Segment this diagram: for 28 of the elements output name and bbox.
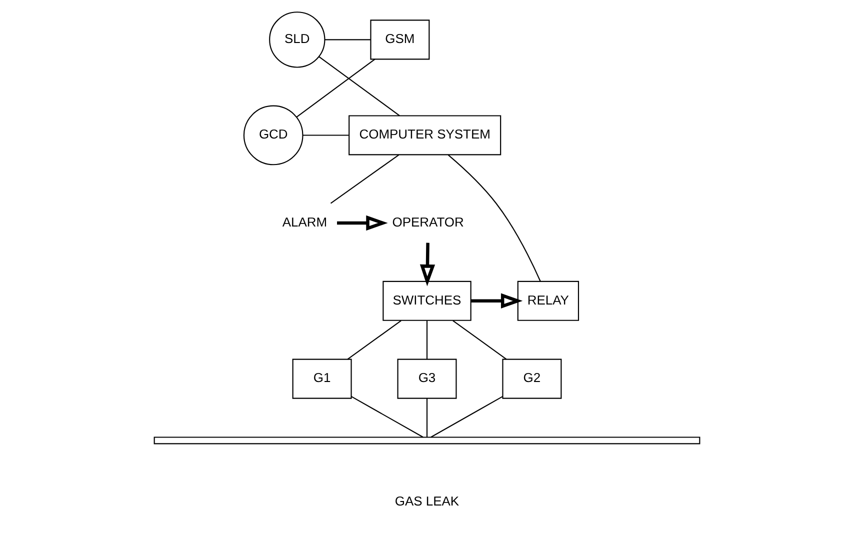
connector [452, 320, 506, 360]
node-box: G2 [502, 358, 562, 399]
node-box: GSM [370, 20, 430, 60]
node-text: OPERATOR [392, 214, 464, 230]
node-box: COMPUTER SYSTEM [348, 115, 501, 156]
connector [430, 396, 502, 438]
connector [324, 39, 370, 40]
node-bar [153, 436, 700, 444]
node-box: G3 [396, 358, 456, 399]
arrow [419, 242, 435, 286]
connector [350, 396, 423, 438]
connector [426, 320, 428, 360]
node-box: G1 [292, 358, 352, 399]
connector [447, 154, 540, 282]
connector [318, 56, 400, 116]
label: GAS LEAK [394, 494, 459, 509]
node-circle: SLD [268, 12, 325, 68]
arrow [470, 293, 522, 308]
connector [346, 320, 401, 360]
node-box: RELAY [516, 280, 579, 321]
node-text: ALARM [282, 214, 327, 230]
node-box: SWITCHES [382, 280, 471, 321]
connector [296, 58, 375, 118]
arrow [336, 215, 388, 231]
connector [302, 134, 348, 136]
node-circle: GCD [242, 105, 303, 166]
connector [330, 154, 399, 204]
connector [426, 398, 428, 438]
